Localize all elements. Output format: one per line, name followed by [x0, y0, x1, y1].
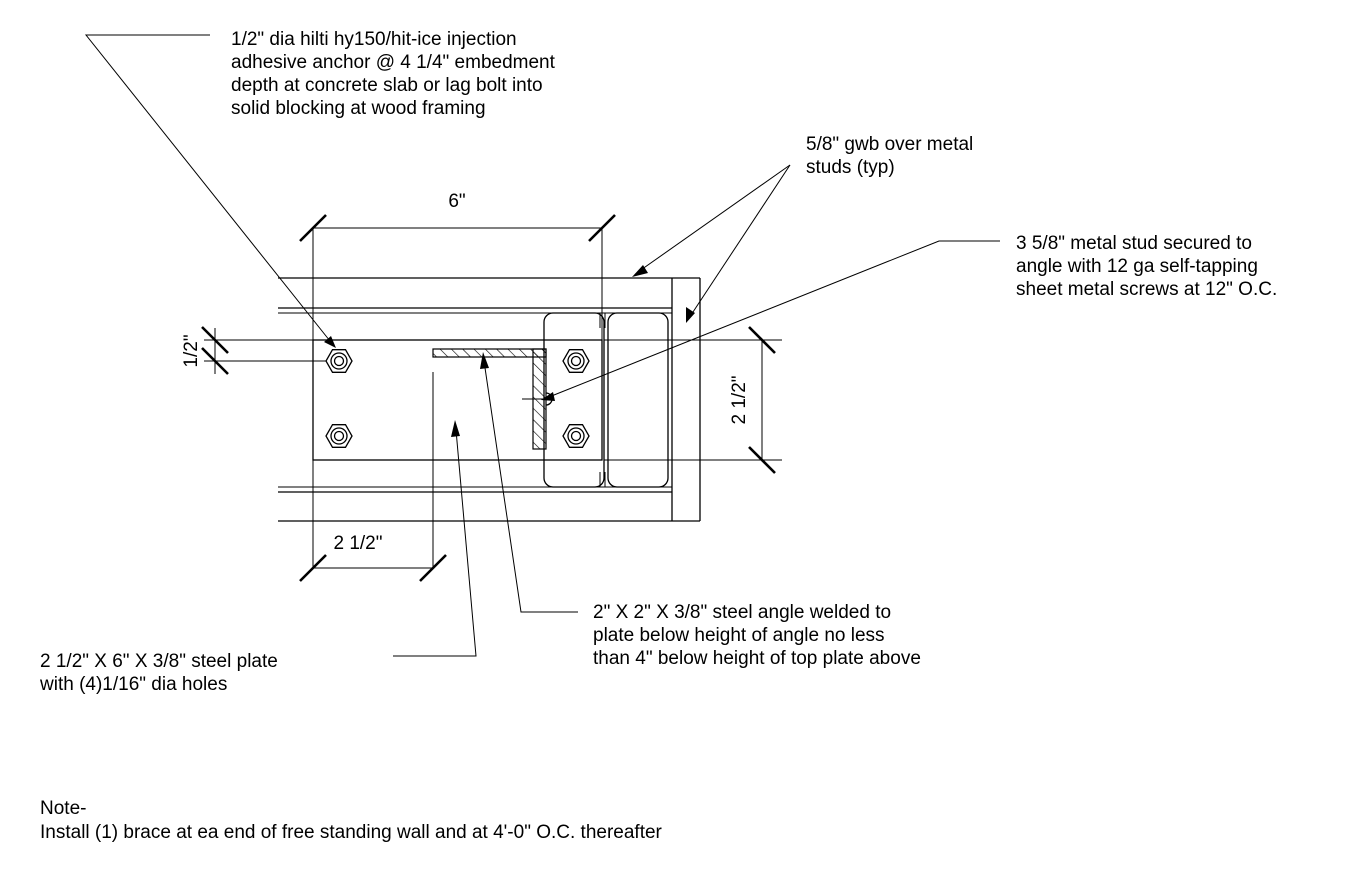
callout-stud-line: 3 5/8" metal stud secured to	[1016, 233, 1252, 254]
steel-angle-horizontal-leg	[432, 348, 547, 358]
dimension-left: 1/2"	[181, 326, 326, 375]
callout-anchor-line: adhesive anchor @ 4 1/4" embedment	[231, 52, 556, 73]
anchor-bolt	[562, 349, 590, 373]
callout-plate: 2 1/2" X 6" X 3/8" steel plate with (4)1…	[39, 651, 283, 695]
callout-anchor-line: 1/2" dia hilti hy150/hit-ice injection	[231, 29, 517, 50]
callout-plate-line: 2 1/2" X 6" X 3/8" steel plate	[40, 651, 278, 672]
note-text: Install (1) brace at ea end of free stan…	[40, 822, 663, 843]
callout-anchor-line: solid blocking at wood framing	[231, 98, 486, 119]
callout-stud: 3 5/8" metal stud secured to angle with …	[1016, 233, 1277, 300]
leader-plate	[393, 420, 477, 657]
steel-plate	[312, 339, 603, 461]
dimension-bottom: 2 1/2"	[299, 372, 447, 582]
dimension-left-label: 1/2"	[181, 334, 202, 367]
dimension-top: 6"	[299, 191, 616, 340]
metal-studs	[543, 312, 669, 488]
dimension-top-label: 6"	[448, 191, 465, 212]
callout-plate-line: with (4)1/16" dia holes	[39, 674, 227, 695]
callout-angle-line: 2" X 2" X 3/8" steel angle welded to	[593, 602, 891, 623]
callout-stud-line: sheet metal screws at 12" O.C.	[1016, 279, 1277, 300]
metal-stud-right	[607, 312, 669, 488]
callout-anchor: 1/2" dia hilti hy150/hit-ice injection a…	[231, 29, 560, 119]
dimension-bottom-label: 2 1/2"	[333, 533, 382, 554]
callout-anchor-line: depth at concrete slab or lag bolt into	[231, 75, 543, 96]
anchor-bolt	[325, 424, 353, 448]
wall-assembly	[278, 277, 701, 522]
leader-angle	[480, 352, 578, 613]
dimension-right-label: 2 1/2"	[729, 375, 750, 424]
anchor-bolt	[562, 424, 590, 448]
callout-gwb-line: 5/8" gwb over metal	[806, 134, 973, 155]
callout-angle-line: than 4" below height of top plate above	[593, 648, 921, 669]
dimension-right: 2 1/2"	[604, 326, 782, 474]
callout-angle-line: plate below height of angle no less	[593, 625, 885, 646]
note-title: Note-	[40, 798, 86, 819]
leader-anchor	[84, 34, 336, 348]
anchor-bolt	[325, 349, 353, 373]
callout-gwb-line: studs (typ)	[806, 157, 895, 178]
leader-gwb	[632, 164, 791, 323]
callout-gwb: 5/8" gwb over metal studs (typ)	[806, 134, 979, 178]
callout-angle: 2" X 2" X 3/8" steel angle welded to pla…	[593, 602, 921, 669]
callout-stud-line: angle with 12 ga self-tapping	[1016, 256, 1258, 277]
leader-stud	[541, 240, 1000, 401]
